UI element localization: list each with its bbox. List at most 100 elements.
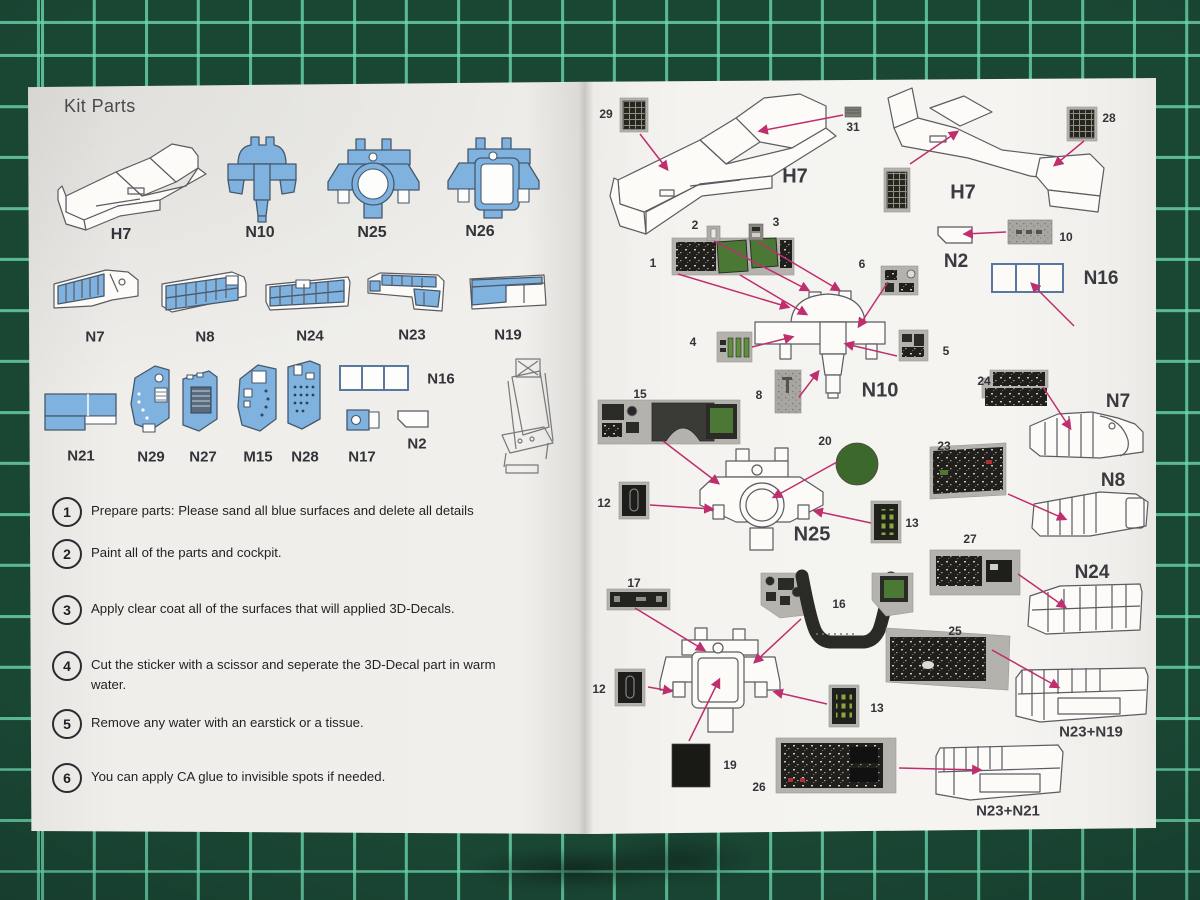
decal-10 (1007, 219, 1053, 245)
instruction-step: 3 Apply clear coat all of the surfaces t… (52, 595, 544, 625)
instruction-step: 6 You can apply CA glue to invisible spo… (52, 763, 544, 793)
assembly-label-n7: N7 (1105, 391, 1131, 412)
assembly-label-n24: N24 (1074, 562, 1110, 583)
kit-part-n25-drawing (327, 138, 420, 219)
callout-6: 6 (858, 257, 866, 271)
callout-3: 3 (772, 215, 780, 229)
part-label-n27: N27 (189, 448, 217, 466)
assembly-h7-left-drawing (609, 93, 837, 235)
decal-15-main-panel (597, 399, 741, 445)
part-label-n17: N17 (348, 448, 376, 466)
callout-8: 8 (755, 388, 763, 402)
step-number-badge: 2 (52, 539, 82, 569)
assembly-label-n8: N8 (1100, 470, 1126, 491)
decal-16-side-panel (760, 569, 914, 649)
assembly-label-n23-n21: N23+N21 (976, 802, 1040, 820)
assembly-label-n25: N25 (793, 523, 831, 546)
callout-1: 1 (649, 256, 657, 270)
decal-25 (885, 627, 1011, 691)
callout-17: 17 (627, 576, 641, 590)
assembly-label-n10: N10 (861, 379, 899, 402)
decal-27 (929, 549, 1021, 596)
part-label-n23: N23 (398, 326, 426, 344)
kit-part-m15-drawing (237, 364, 277, 432)
step-number-badge: 5 (52, 709, 82, 739)
callout-4: 4 (689, 335, 697, 349)
callout-10: 10 (1059, 230, 1073, 244)
part-label-m15: M15 (243, 448, 273, 466)
decal-12-upper (618, 481, 650, 520)
kit-part-n29-drawing (130, 365, 170, 433)
callout-12-upper: 12 (597, 496, 611, 510)
callout-26: 26 (752, 780, 766, 794)
assembly-n8-console (1031, 491, 1149, 537)
mat-smudge (470, 835, 750, 897)
decal-30-grid (883, 167, 911, 213)
assembly-label-n16: N16 (1083, 268, 1119, 289)
decal-1-instrument-panel (671, 237, 795, 276)
assembly-n24-console (1027, 583, 1143, 635)
callout-13-lower: 13 (870, 701, 884, 715)
decal-29 (619, 97, 649, 133)
kit-part-n23-drawing (367, 272, 445, 312)
assembly-n7-console (1029, 411, 1144, 459)
assembly-n26-outline (659, 627, 781, 733)
kit-part-n21-drawing (44, 393, 117, 431)
step-text: You can apply CA glue to invisible spots… (91, 769, 386, 784)
step-text: Paint all of the parts and cockpit. (91, 545, 282, 560)
step-text: Prepare parts: Please sand all blue surf… (91, 503, 474, 518)
decal-23 (929, 442, 1007, 500)
kit-part-n7-drawing (53, 269, 139, 309)
decal-31 (844, 106, 862, 118)
instruction-step: 5 Remove any water with an earstick or a… (52, 709, 544, 739)
decal-3 (748, 223, 764, 241)
callout-arrows (634, 114, 1085, 776)
decal-24 (981, 369, 1049, 406)
step-number-badge: 3 (52, 595, 82, 625)
part-label-n28: N28 (291, 448, 319, 466)
kit-part-n17-drawing (346, 409, 380, 431)
decal-20-scope (835, 442, 879, 486)
step-text: Apply clear coat all of the surfaces tha… (91, 601, 455, 616)
part-label-n26: N26 (465, 223, 495, 240)
callout-2: 2 (691, 218, 699, 232)
assembly-n2-outline (937, 226, 973, 244)
assembly-label-h7-left: H7 (782, 165, 808, 188)
step-number-badge: 6 (52, 763, 82, 793)
assembly-n25-outline (699, 447, 824, 551)
callout-20: 20 (818, 434, 832, 448)
kit-part-n24-drawing (265, 276, 351, 311)
kit-part-n2-drawing (397, 410, 429, 428)
part-label-h7: H7 (110, 226, 132, 243)
decal-19-black-square (671, 743, 711, 788)
callout-27: 27 (963, 532, 977, 546)
assembly-n16-outline (991, 263, 1064, 293)
decal-5 (898, 329, 929, 362)
kit-part-n26-drawing (447, 137, 540, 219)
callout-13-upper: 13 (905, 516, 919, 530)
callout-23: 23 (937, 439, 951, 453)
assembly-n10-outline (754, 290, 886, 399)
decal-13-lower (828, 684, 860, 728)
callout-16: 16 (832, 597, 846, 611)
instruction-step: 2 Paint all of the parts and cockpit. (52, 539, 544, 569)
part-label-n8: N8 (195, 328, 215, 346)
callout-12-lower: 12 (592, 682, 606, 696)
callout-24: 24 (977, 374, 991, 388)
part-label-n16: N16 (427, 370, 455, 388)
part-label-n10: N10 (245, 224, 275, 241)
kit-part-n10-drawing (227, 136, 297, 223)
kit-part-n28-drawing (287, 360, 321, 430)
callout-29: 29 (599, 107, 613, 121)
callout-15: 15 (633, 387, 647, 401)
callout-25: 25 (948, 624, 962, 638)
assembly-label-n2: N2 (943, 251, 969, 272)
decal-13-upper (870, 500, 902, 544)
part-label-n2: N2 (407, 435, 427, 453)
callout-5: 5 (942, 344, 950, 358)
kit-part-n19-drawing (469, 274, 547, 310)
kit-part-n27-drawing (182, 370, 218, 432)
part-label-n29: N29 (137, 448, 165, 466)
part-label-n24: N24 (296, 327, 324, 345)
